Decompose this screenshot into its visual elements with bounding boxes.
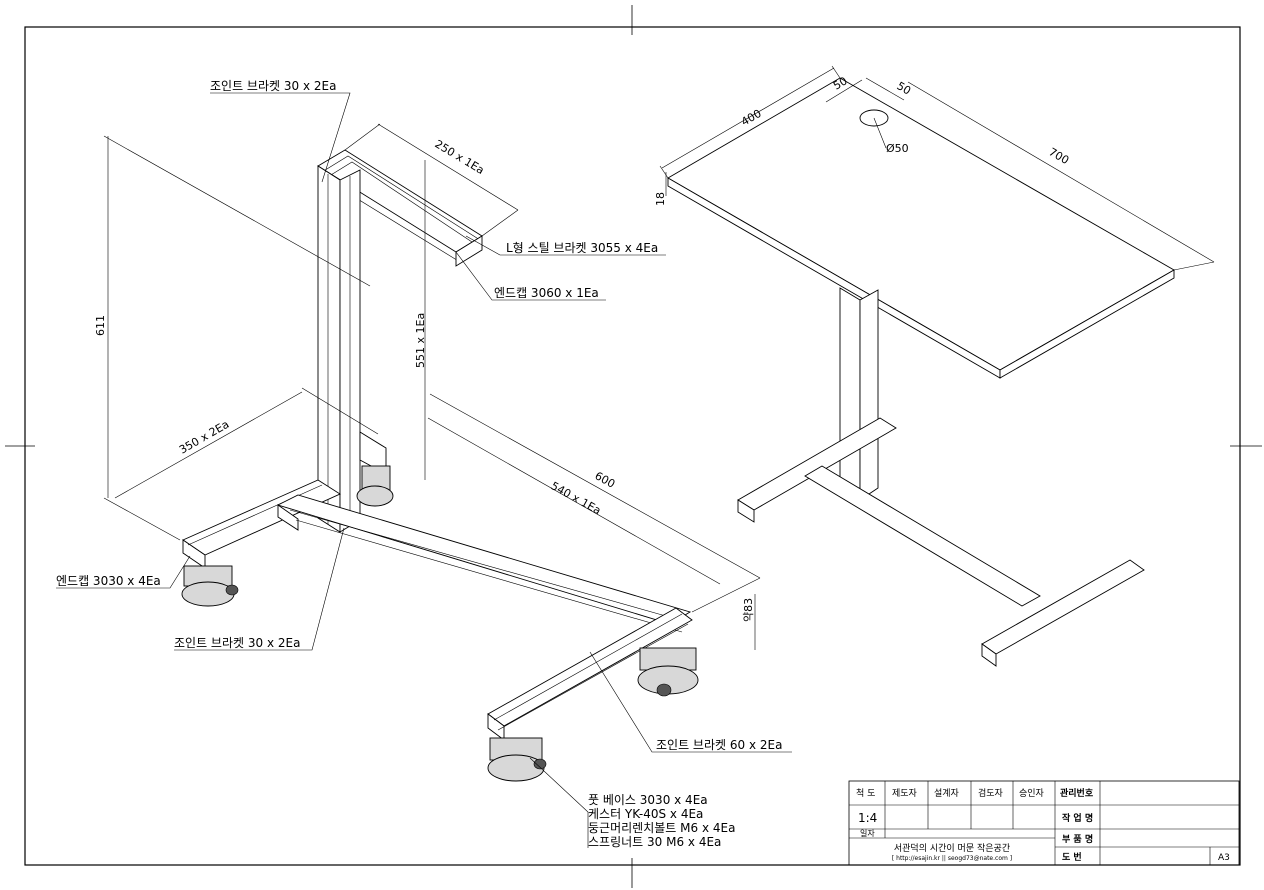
tb-mgmt-no: 관리번호	[1060, 787, 1094, 799]
dim-overall-height: 611	[94, 315, 107, 336]
caster-front	[487, 737, 547, 782]
label-joint-bracket-bottom: 조인트 브라켓 30 x 2Ea	[174, 636, 300, 650]
dim-column: 551 x 1Ea	[414, 313, 427, 368]
tb-part-name: 부 품 명	[1062, 833, 1093, 845]
tb-sheet-size: A3	[1218, 853, 1230, 863]
label-joint-bracket-top: 조인트 브라켓 30 x 2Ea	[210, 79, 336, 93]
dimension-lines-frame	[103, 123, 761, 650]
table-assembled-view	[659, 65, 1215, 667]
tb-job-name: 작 업 명	[1062, 812, 1093, 824]
label-bolt: 둥근머리렌치볼트 M6 x 4Ea	[588, 821, 735, 835]
label-joint-bracket-60: 조인트 브라켓 60 x 2Ea	[656, 738, 782, 752]
label-foot-base: 풋 베이스 3030 x 4Ea	[588, 793, 708, 807]
dim-overall-length: 600	[593, 469, 618, 491]
tb-reviewer: 검도자	[978, 787, 1004, 799]
tb-designer: 설계자	[934, 787, 960, 799]
dim-caster-height: 약83	[741, 598, 755, 622]
caster-right	[637, 647, 699, 697]
long-base-bar	[276, 494, 692, 625]
label-endcap-3060: 엔드캡 3060 x 1Ea	[494, 286, 599, 300]
tb-scale-value: 1:4	[858, 811, 877, 825]
dimension-lines-table	[659, 65, 1215, 271]
tb-drafter: 제도자	[892, 788, 918, 799]
label-l-bracket: L형 스틸 브라켓 3055 x 4Ea	[506, 241, 658, 255]
title-block: 척 도 제도자 설계자 검도자 승인자 관리번호 1:4 작 업 명 일자 부 …	[848, 780, 1240, 866]
frame-isometric-view	[56, 92, 792, 848]
tb-drawing-no: 도 번	[1062, 851, 1082, 863]
dim-top-bar: 250 x 1Ea	[432, 137, 486, 177]
tb-contact: [ http://esajin.kr || seogd73@nate.com ]	[892, 855, 1012, 862]
right-column	[839, 287, 861, 501]
dim-hole-offset-a: 50	[831, 74, 850, 92]
right-long-bar	[804, 465, 1041, 607]
label-endcap-3030: 엔드캡 3030 x 4Ea	[56, 574, 161, 588]
dim-hole-offset-b: 50	[895, 79, 914, 97]
tb-date-label: 일자	[860, 829, 875, 838]
caster-rear	[356, 465, 394, 507]
tb-scale-label: 척 도	[856, 788, 875, 799]
dim-hole-dia: Ø50	[886, 142, 909, 155]
center-marks	[5, 5, 1262, 888]
caster-left	[181, 565, 239, 607]
label-spring-nut: 스프링너트 30 M6 x 4Ea	[588, 835, 721, 849]
tb-company: 서관덕의 시간이 머문 작은공간	[894, 843, 1010, 854]
tb-approver: 승인자	[1019, 788, 1045, 799]
label-caster: 케스터 YK-40S x 4Ea	[588, 807, 703, 821]
dim-table-length: 700	[1047, 145, 1072, 167]
dim-thickness: 18	[654, 192, 667, 206]
dim-front-bar: 350 x 2Ea	[177, 418, 231, 457]
callout-labels: 조인트 브라켓 30 x 2Ea L형 스틸 브라켓 3055 x 4Ea 엔드…	[56, 79, 782, 849]
dim-long-bar: 540 x 1Ea	[549, 479, 604, 517]
vertical-column	[317, 165, 341, 533]
leader-lines	[56, 92, 792, 848]
